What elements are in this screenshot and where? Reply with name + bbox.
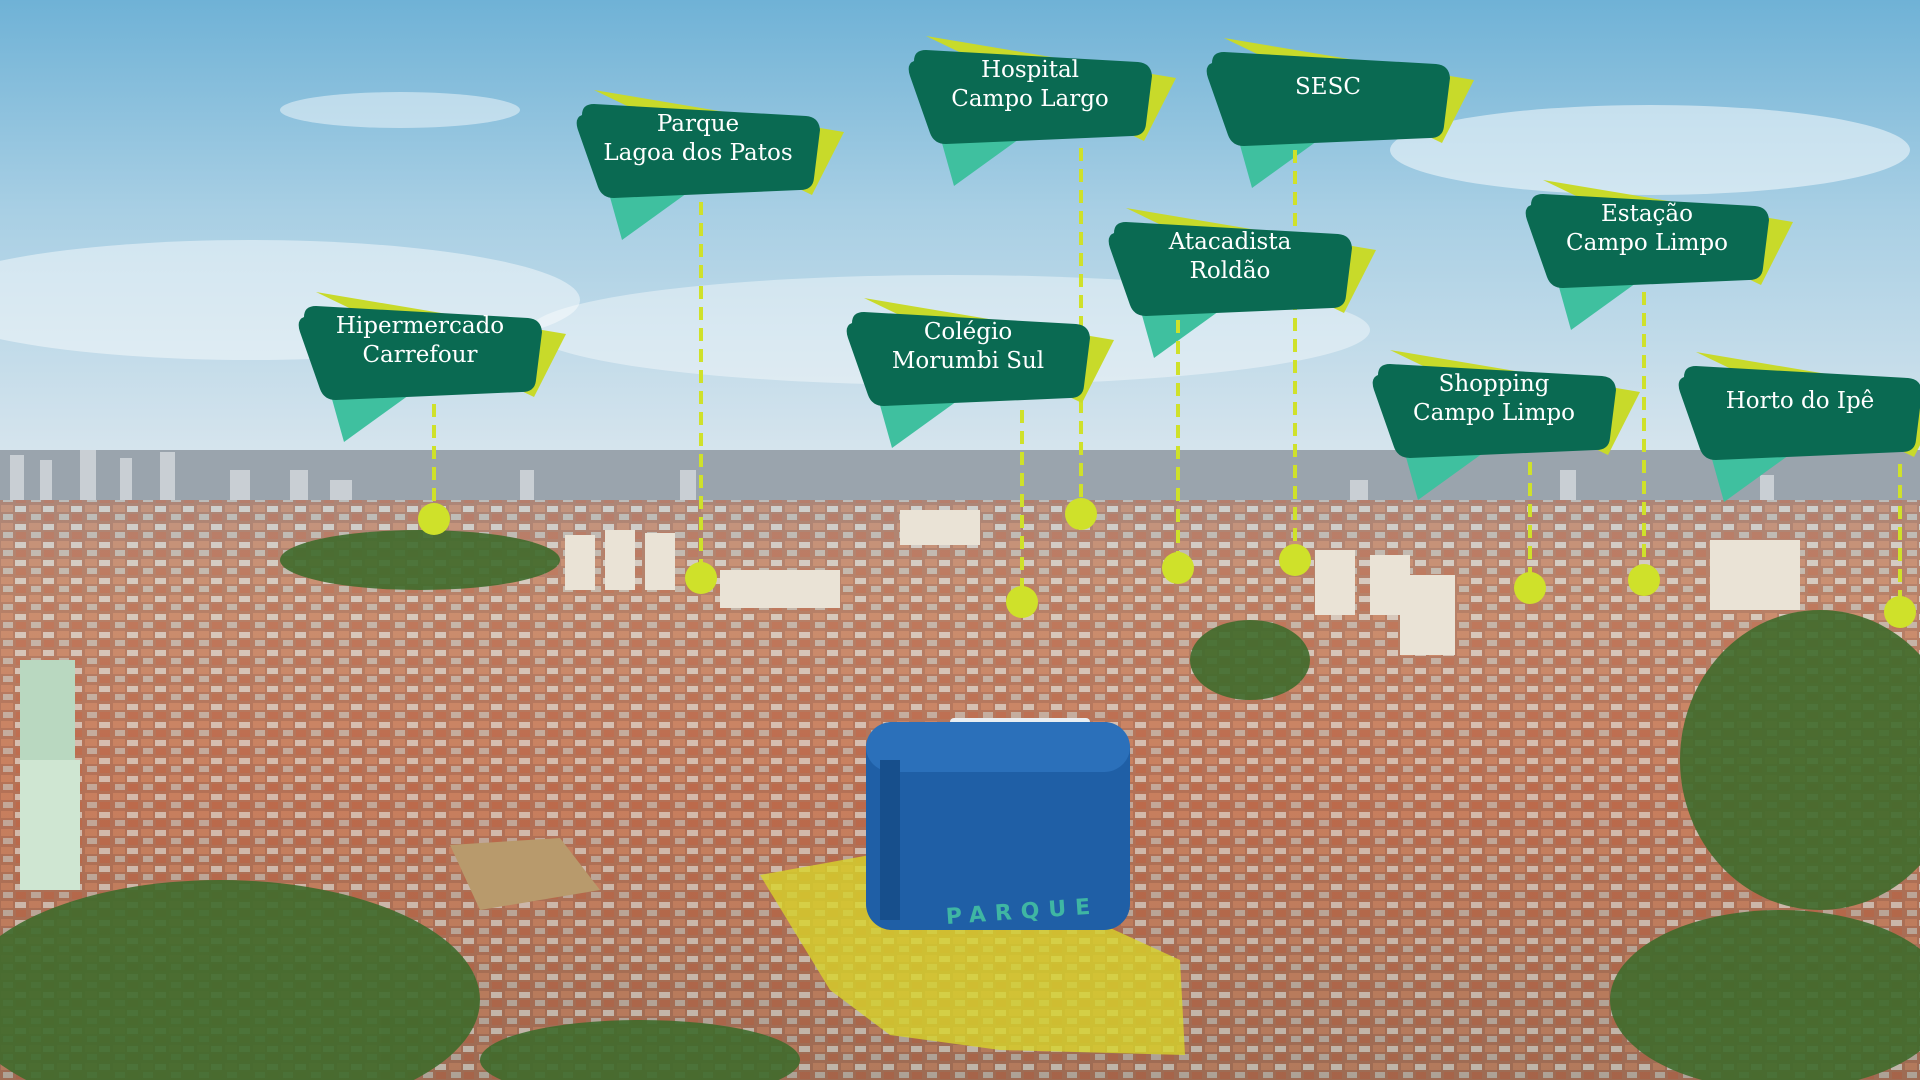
poi-label-line1: Shopping: [1438, 371, 1550, 397]
poi-label-line1: Estação: [1601, 201, 1693, 227]
poi-label-line1: Atacadista: [1168, 229, 1292, 255]
poi-label-line1: Colégio: [923, 319, 1013, 345]
poi-label-line2: Carrefour: [362, 342, 478, 368]
poi-label-line2: Campo Limpo: [1565, 230, 1728, 256]
poi-label-line2: Campo Largo: [951, 86, 1109, 112]
poi-label-line1: SESC: [1295, 73, 1361, 100]
poi-label-line1: Hospital: [980, 57, 1080, 83]
poi-label-line1: Horto do Ipê: [1725, 387, 1875, 414]
poi-label-line2: Campo Limpo: [1412, 400, 1575, 426]
development-building: [866, 718, 1130, 930]
poi-label-line2: Morumbi Sul: [891, 348, 1045, 374]
poi-label-line2: Lagoa dos Patos: [603, 140, 793, 166]
poi-label-line1: Hipermercado: [335, 313, 505, 339]
poi-label-line2: Roldão: [1189, 258, 1271, 284]
poi-label-line1: Parque: [656, 111, 740, 137]
